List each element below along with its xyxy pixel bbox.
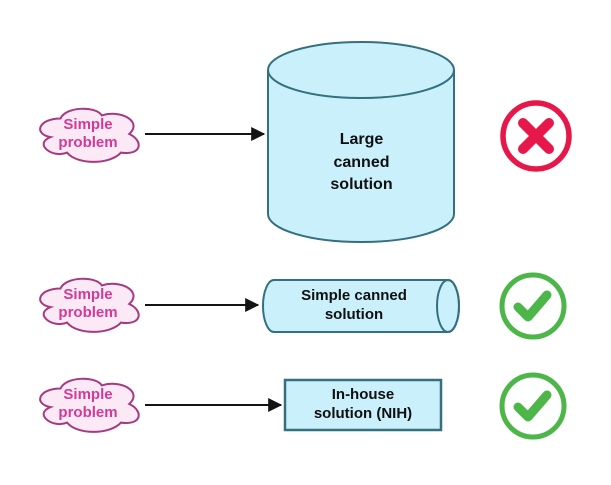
problem-cloud [39,107,140,163]
problem-cloud [39,377,140,433]
horizontal-cylinder-shape [262,279,460,333]
check-mark [513,290,552,322]
cross-in-circle-icon [500,100,572,172]
cylinder-end-rim [436,279,460,333]
large-cylinder-shape [267,41,455,243]
check-in-circle-icon [499,372,567,440]
check-mark [513,390,552,422]
cylinder-body [262,279,460,333]
cylinder-top-rim [267,69,455,99]
check-in-circle-icon [499,272,567,340]
problem-cloud [39,277,140,333]
row-2 [39,272,567,340]
row-3 [39,372,567,440]
row-1 [39,41,572,243]
cross-mark [518,118,554,154]
rectangle-shape [283,378,443,432]
cylinder-body [267,41,455,243]
